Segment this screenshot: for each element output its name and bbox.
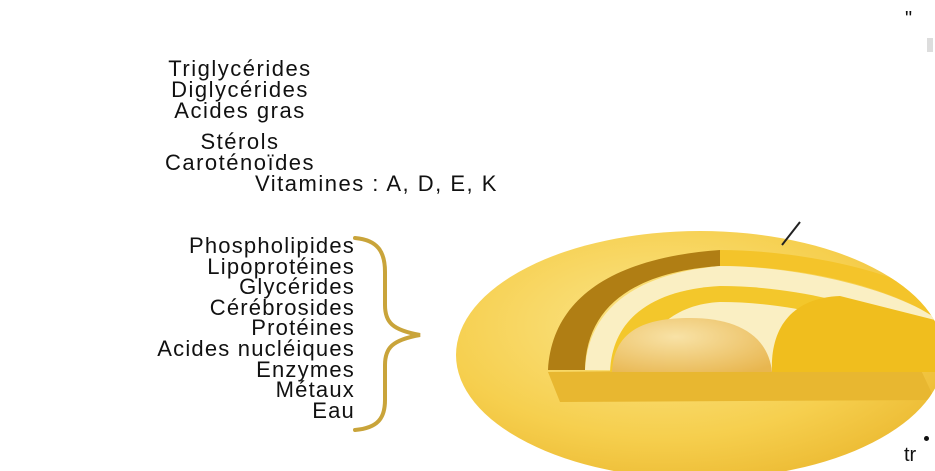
corner-bar bbox=[927, 38, 933, 52]
core-item: Diglycérides bbox=[75, 79, 405, 100]
cutaway-floor bbox=[548, 368, 935, 402]
membrane-item: Métaux bbox=[0, 380, 355, 401]
bracket bbox=[355, 238, 420, 430]
membrane-components-list: Phospholipides Lipoprotéines Glycérides … bbox=[0, 236, 355, 421]
core-item: Acides gras bbox=[75, 100, 405, 121]
membrane-item: Eau bbox=[0, 401, 355, 422]
corner-mark-bottom: tr bbox=[904, 444, 916, 467]
core-item: Triglycérides bbox=[75, 58, 405, 79]
core-item: Stérols bbox=[75, 131, 405, 152]
corner-mark-top: " bbox=[905, 8, 914, 31]
core-item: Caroténoïdes bbox=[75, 152, 405, 173]
core-components-list: Triglycérides Diglycérides Acides gras S… bbox=[75, 58, 405, 194]
corner-dot bbox=[924, 436, 929, 441]
core-item: Vitamines : A, D, E, K bbox=[255, 173, 405, 194]
